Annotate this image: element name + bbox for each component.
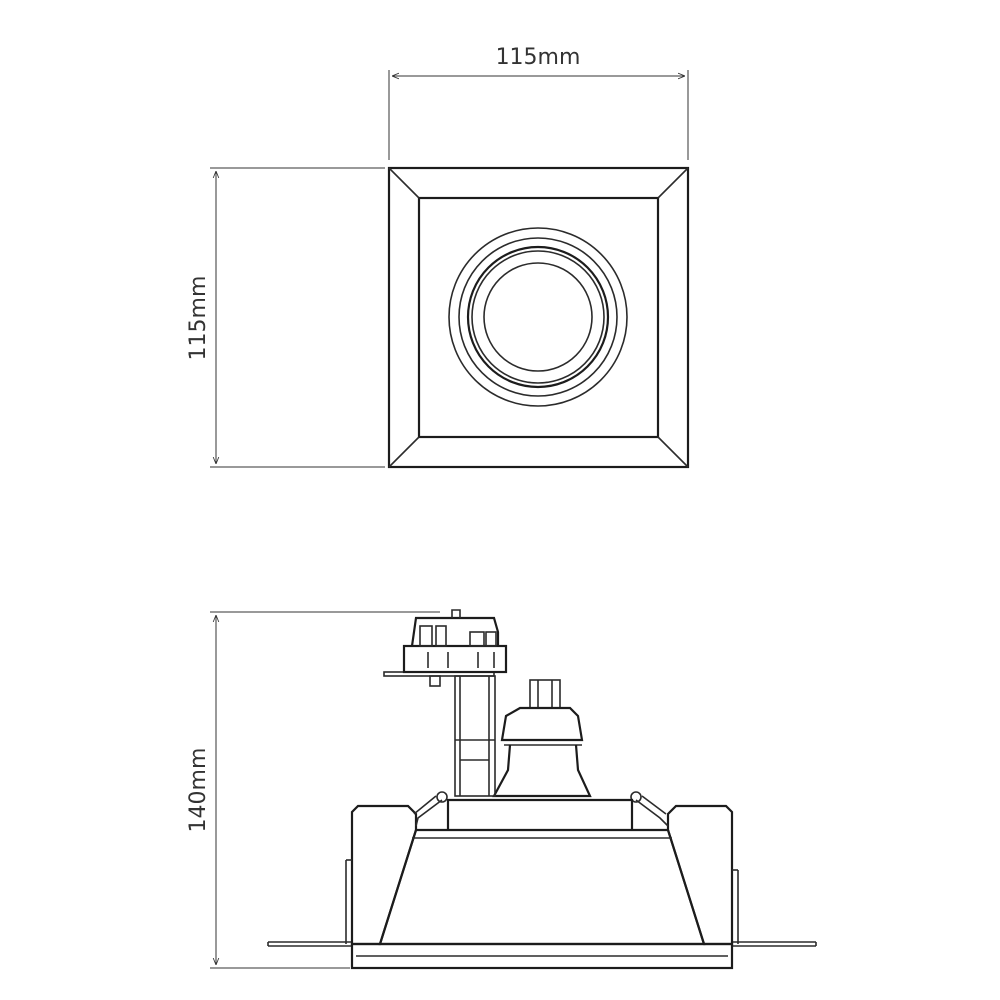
side-height-dimension: 140mm: [186, 611, 440, 969]
width-label: 115mm: [496, 45, 581, 70]
bracket: [454, 675, 496, 797]
housing-trim: [378, 828, 706, 946]
bezel-ring: [466, 245, 610, 389]
width-dimension: 115mm: [388, 45, 689, 160]
side-height-label: 140mm: [186, 748, 211, 833]
lens: [483, 262, 593, 372]
outer-ring: [448, 227, 628, 407]
bezel-base: [350, 942, 734, 970]
inner-frame: [417, 196, 660, 439]
outer-frame: [387, 166, 690, 469]
height-dimension: 115mm: [186, 167, 385, 468]
top-view: 115mm 115mm: [186, 45, 690, 469]
terminal-block: [383, 609, 508, 687]
housing: [345, 804, 739, 970]
lamp: [492, 679, 592, 798]
height-label: 115mm: [186, 276, 211, 361]
collar: [446, 798, 634, 830]
ceiling-line: [267, 941, 817, 947]
spring-clips: [413, 791, 669, 827]
side-view: 140mm: [186, 609, 817, 970]
